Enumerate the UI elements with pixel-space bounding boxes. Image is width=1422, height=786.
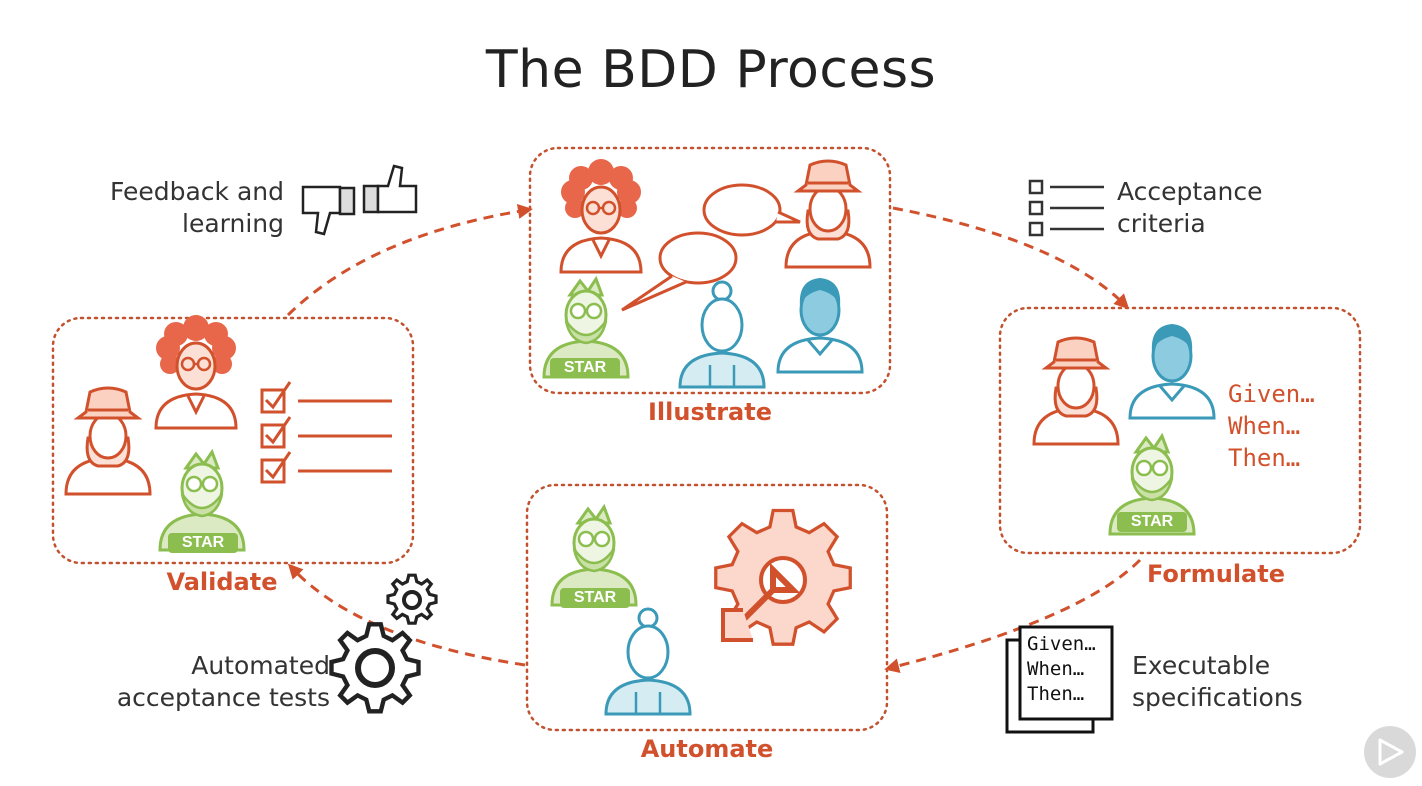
play-button[interactable] [1364,726,1416,778]
executable-line1: Executable [1132,651,1271,680]
illustrate-box [528,146,892,395]
illustrate-people [542,157,872,389]
gherkin-given: Given… [1228,380,1315,408]
arrow-validate-to-illustrate [286,204,533,317]
automated-line2: acceptance tests [116,683,330,712]
automate-people [550,505,692,716]
document-gherkin: Given… When… Then… [1027,632,1096,707]
star-badge: STAR [563,359,607,376]
document-icon [1005,625,1114,734]
gherkin-when: When… [1228,412,1301,440]
automation-gear-icon [714,508,852,646]
gear-icon [329,622,421,714]
play-icon [1378,738,1404,766]
feedback-line1: Feedback and [109,177,284,206]
doc-when: When… [1027,658,1085,680]
executable-line2: specifications [1132,683,1303,712]
automate-box [525,483,889,732]
thumbs-down-icon [301,185,356,236]
stage-label-automate: Automate [640,735,774,763]
automated-line1: Automated [191,651,330,680]
stage-label-illustrate: Illustrate [647,398,772,426]
page-title: The BDD Process [485,40,937,100]
checklist-icon [260,381,392,484]
gear-icon [386,573,438,625]
stage-label-validate: Validate [166,568,278,596]
arrow-illustrate-to-formulate [892,206,1130,310]
arrow-automate-to-validate [287,563,526,667]
star-badge: STAR [573,589,617,606]
star-badge: STAR [181,534,225,551]
acceptance-note: Acceptance criteria [1117,176,1357,240]
arrow-formulate-to-automate [884,558,1142,674]
automated-note: Automated acceptance tests [60,650,330,714]
acceptance-list-icon [1028,179,1104,237]
thumbs-up-icon [362,164,418,214]
acceptance-line1: Acceptance [1117,177,1263,206]
speech-bubble-icon [702,183,782,237]
doc-given: Given… [1027,633,1096,655]
speech-bubble-icon [658,231,738,285]
gherkin-then: Then… [1228,444,1301,472]
doc-then: Then… [1027,683,1085,705]
stage-label-formulate: Formulate [1146,560,1285,588]
validate-box [51,316,415,565]
feedback-line2: learning [182,209,284,238]
acceptance-line2: criteria [1117,209,1206,238]
formulate-people [1032,322,1216,536]
feedback-note: Feedback and learning [60,176,284,240]
formulate-gherkin: Given… When… Then… [1228,378,1315,474]
formulate-box [998,306,1362,555]
executable-note: Executable specifications [1132,650,1372,714]
validate-people [64,313,246,553]
star-badge: STAR [1130,513,1174,530]
